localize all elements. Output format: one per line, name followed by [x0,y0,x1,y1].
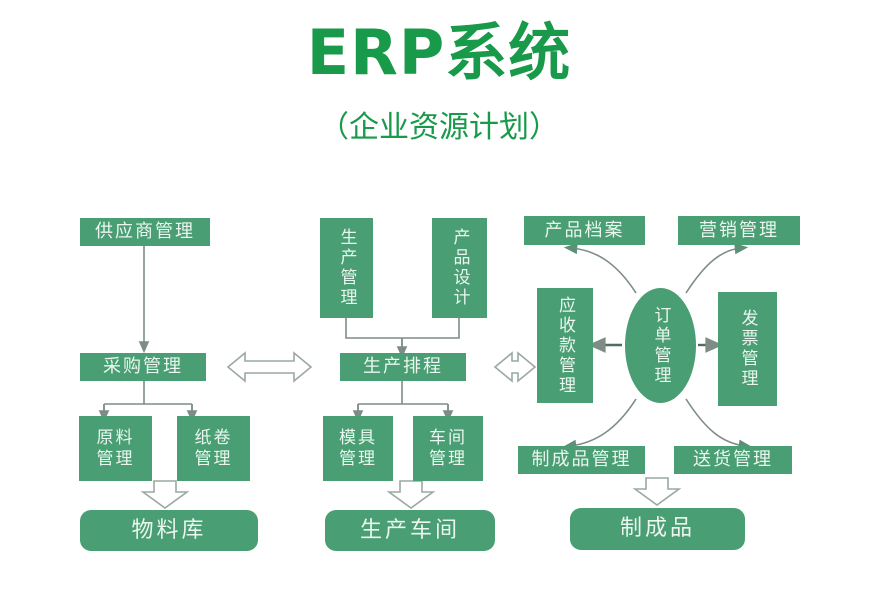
node-finished-goods[interactable]: 制成品 [570,508,745,550]
node-production-schedule[interactable]: 生产排程 [340,353,466,381]
node-material-warehouse[interactable]: 物料库 [80,510,258,551]
node-production-workshop[interactable]: 生产车间 [325,510,495,551]
node-product-design[interactable]: 产品设计 [432,218,487,318]
page-subtitle: （企业资源计划） [319,110,559,145]
node-workshop-mgmt[interactable]: 车间 管理 [413,416,483,481]
node-product-archive[interactable]: 产品档案 [524,216,645,245]
node-invoice-mgmt[interactable]: 发票管理 [718,292,777,406]
node-delivery-mgmt[interactable]: 送货管理 [674,446,792,474]
node-finished-goods-mgmt[interactable]: 制成品管理 [518,446,645,474]
node-production-mgmt[interactable]: 生产管理 [320,218,373,318]
node-receivable-mgmt[interactable]: 应收款管理 [537,288,593,403]
node-marketing-mgmt[interactable]: 营销管理 [678,216,800,245]
node-mold-mgmt[interactable]: 模具 管理 [323,416,393,481]
node-raw-material-mgmt[interactable]: 原料 管理 [79,416,152,481]
page-title: ERP系统 [306,16,572,89]
node-order-mgmt[interactable]: 订单管理 [625,288,696,403]
node-supplier-mgmt[interactable]: 供应商管理 [80,218,210,246]
node-paper-roll-mgmt[interactable]: 纸卷 管理 [177,416,250,481]
node-purchase-mgmt[interactable]: 采购管理 [80,353,206,381]
